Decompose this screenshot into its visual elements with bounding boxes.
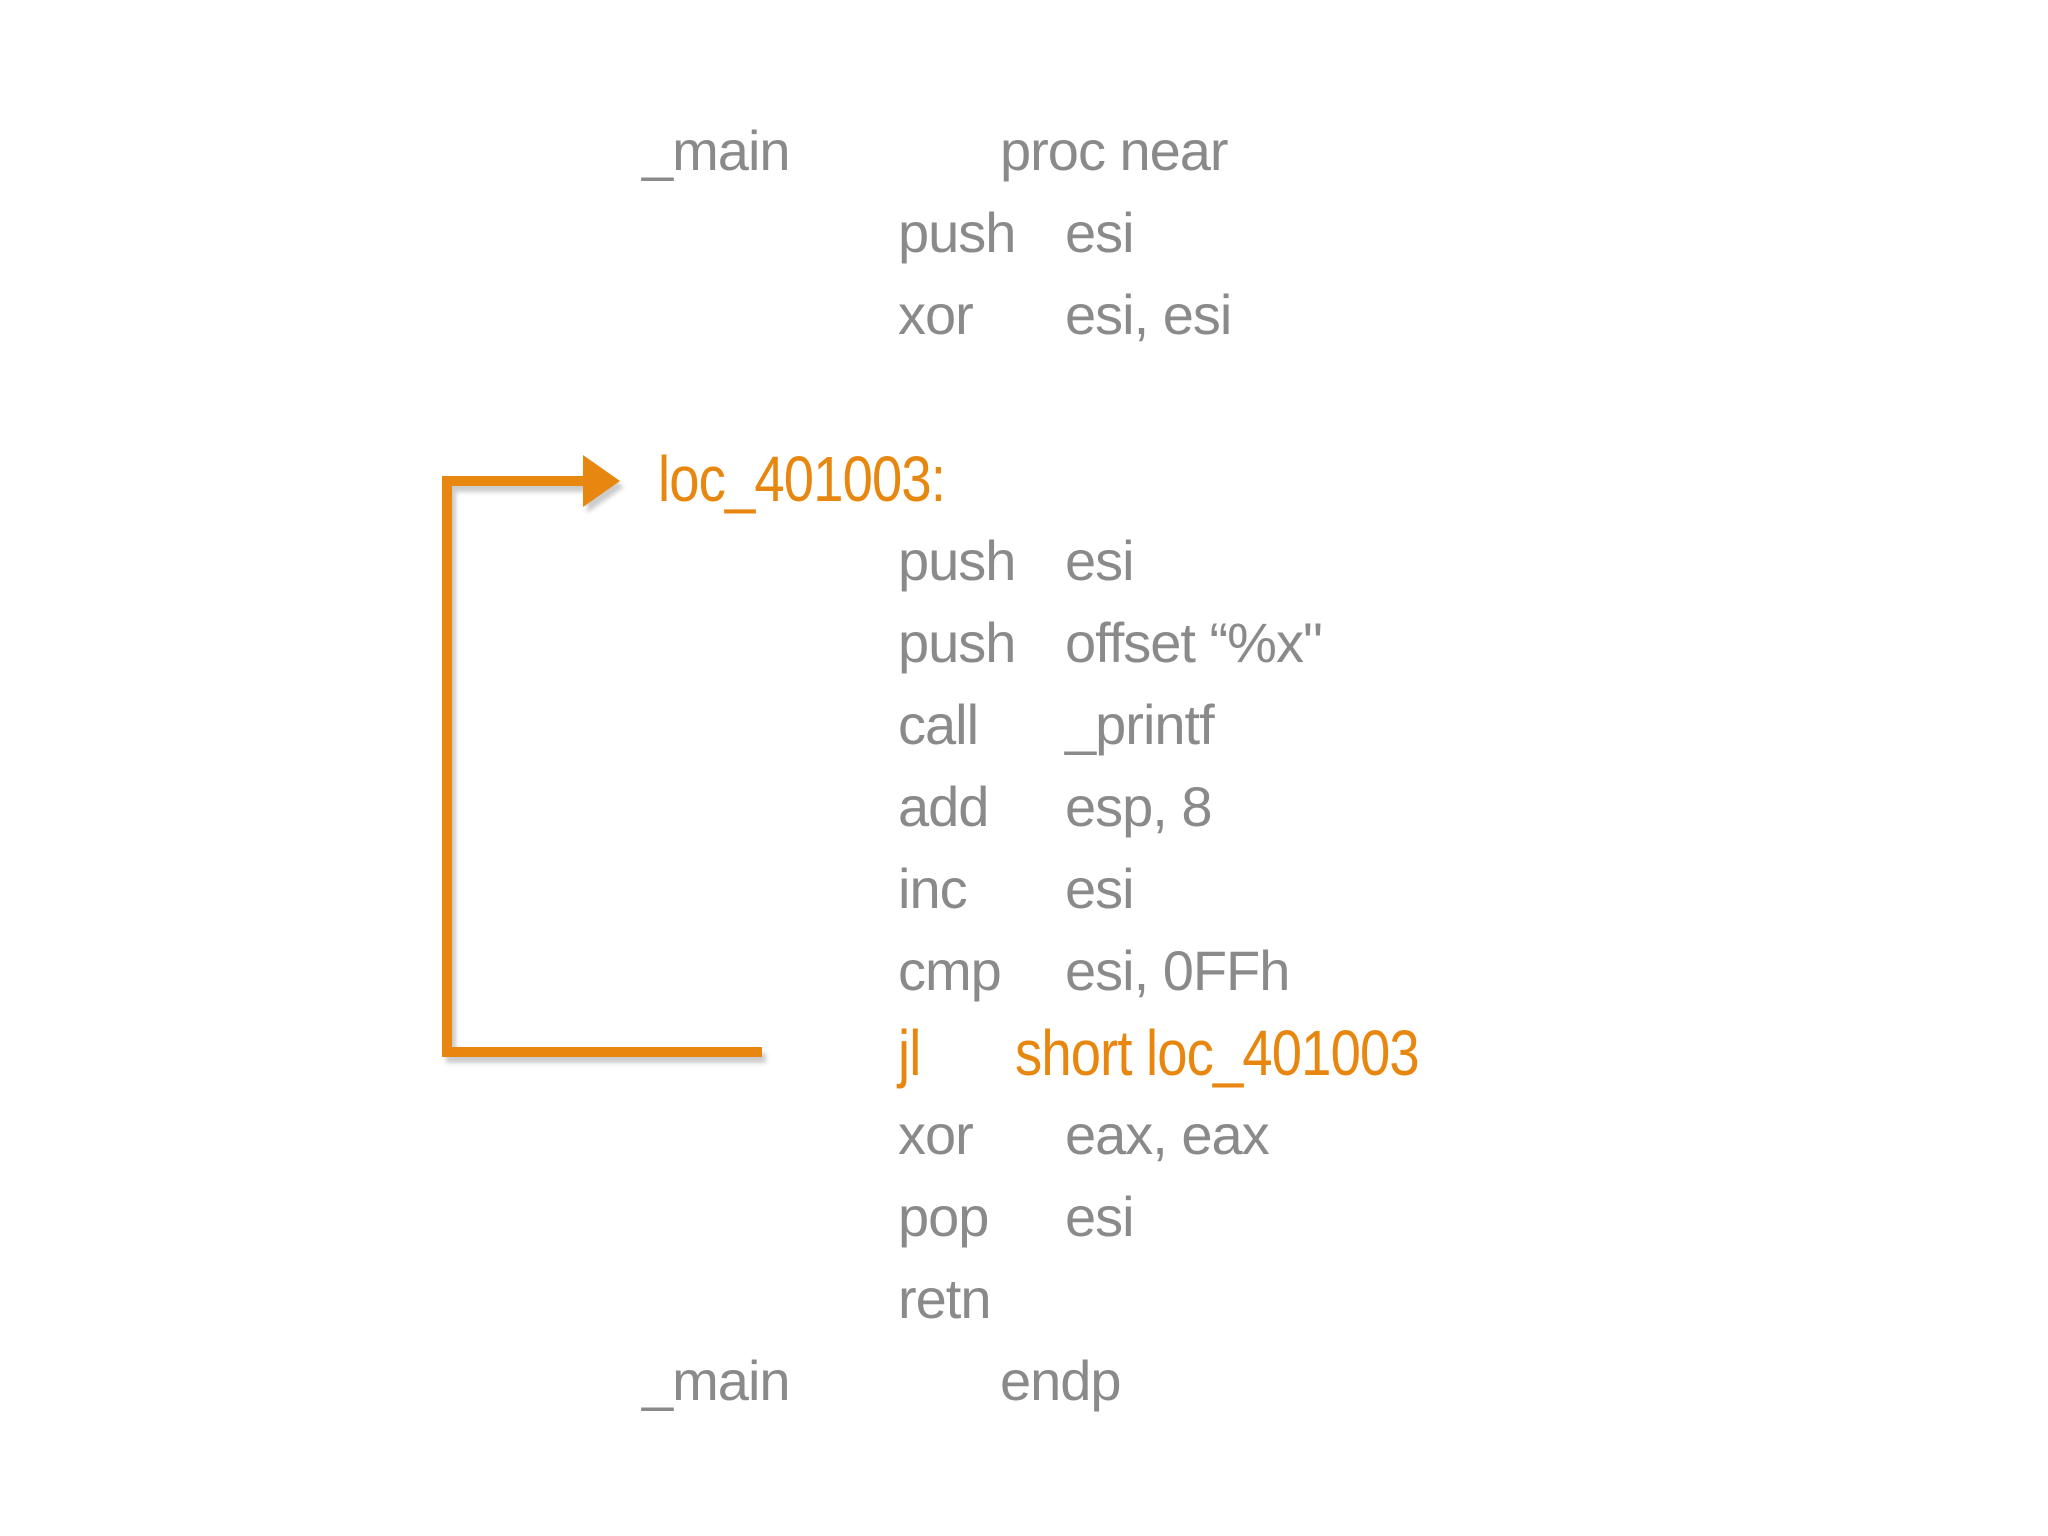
- asm-mnemonic: inc: [898, 857, 968, 920]
- asm-endp-directive: endp: [1000, 1349, 1122, 1412]
- asm-operand: short loc_401003: [1015, 1017, 1420, 1089]
- asm-proc-label: _main: [642, 1349, 791, 1412]
- asm-mnemonic: cmp: [898, 939, 1002, 1002]
- asm-mnemonic: call: [898, 693, 979, 756]
- asm-proc-label: _main: [642, 119, 791, 182]
- asm-mnemonic: jl: [898, 1017, 921, 1089]
- asm-operand: esi: [1065, 1185, 1135, 1248]
- asm-mnemonic: retn: [898, 1267, 991, 1330]
- asm-mnemonic: pop: [898, 1185, 989, 1248]
- asm-line: xor esi, esi: [0, 274, 2048, 356]
- blank-line: [0, 356, 2048, 438]
- asm-mnemonic: push: [898, 529, 1016, 592]
- asm-line: push offset “%x": [0, 602, 2048, 684]
- asm-operand: esi: [1065, 857, 1135, 920]
- asm-operand: esp, 8: [1065, 775, 1213, 838]
- asm-line: pop esi: [0, 1176, 2048, 1258]
- asm-line: cmp esi, 0FFh: [0, 930, 2048, 1012]
- asm-mnemonic: add: [898, 775, 989, 838]
- asm-line: add esp, 8: [0, 766, 2048, 848]
- asm-line: loc_401003:: [0, 438, 2048, 520]
- asm-proc-directive: proc near: [1000, 119, 1229, 182]
- asm-line: jl short loc_401003: [0, 1012, 2048, 1094]
- asm-line: retn: [0, 1258, 2048, 1340]
- asm-operand: _printf: [1065, 693, 1215, 756]
- asm-jump-target-label: loc_401003:: [658, 443, 946, 515]
- asm-line: _main proc near: [0, 110, 2048, 192]
- asm-mnemonic: push: [898, 201, 1016, 264]
- asm-operand: esi, esi: [1065, 283, 1232, 346]
- asm-mnemonic: xor: [898, 1103, 974, 1166]
- asm-operand: esi: [1065, 201, 1135, 264]
- asm-line: inc esi: [0, 848, 2048, 930]
- asm-mnemonic: push: [898, 611, 1016, 674]
- asm-mnemonic: xor: [898, 283, 974, 346]
- asm-line: xor eax, eax: [0, 1094, 2048, 1176]
- asm-operand: offset “%x": [1065, 611, 1323, 674]
- asm-line: call _printf: [0, 684, 2048, 766]
- asm-operand: esi: [1065, 529, 1135, 592]
- asm-operand: esi, 0FFh: [1065, 939, 1290, 1002]
- asm-operand: eax, eax: [1065, 1103, 1270, 1166]
- asm-line: _main endp: [0, 1340, 2048, 1422]
